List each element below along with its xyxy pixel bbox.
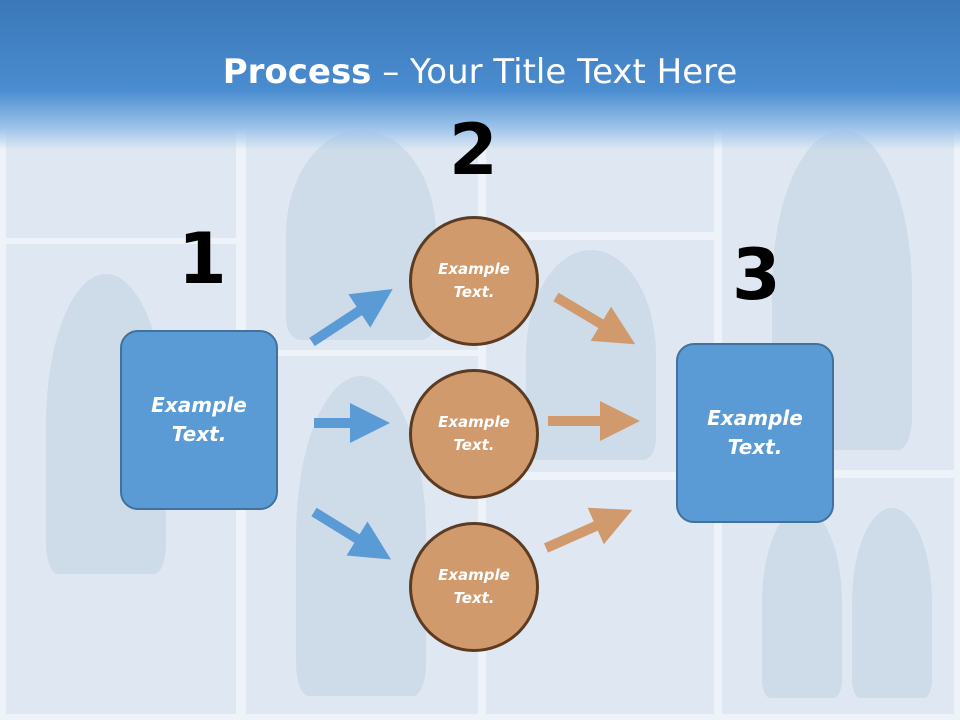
title-bar [0,0,960,150]
step-1-box-line2: Text. [171,422,227,446]
step-3-box-line1: Example [707,406,803,430]
step-number-2: 2 [449,109,498,191]
step-number-3: 3 [732,234,781,316]
photo-panel-top-right [722,120,954,470]
orange-arrow-up [543,507,633,553]
circle-bottom-line1: Example [438,566,510,584]
photo-figure [762,508,842,698]
step-2-circle-top: Example Text. [409,216,539,346]
slide-title: Process – Your Title Text Here [0,52,960,92]
circle-top-line1: Example [438,260,510,278]
circle-middle-line1: Example [438,413,510,431]
step-number-1: 1 [178,218,227,300]
title-bold: Process [222,52,372,92]
blue-arrow-up [309,289,393,347]
step-2-circle-middle: Example Text. [409,369,539,499]
orange-arrow-down [553,292,636,345]
circle-top-line2: Text. [453,283,495,301]
blue-arrow-down [311,507,392,560]
title-rest: – Your Title Text Here [371,52,738,92]
circle-middle-line2: Text. [453,436,495,454]
step-3-box-line2: Text. [727,435,783,459]
step-3-box: Example Text. [676,343,834,523]
step-1-box: Example Text. [120,330,278,510]
step-2-circle-bottom: Example Text. [409,522,539,652]
step-1-box-line1: Example [151,393,247,417]
circle-bottom-line2: Text. [453,589,495,607]
photo-figure [852,508,932,698]
